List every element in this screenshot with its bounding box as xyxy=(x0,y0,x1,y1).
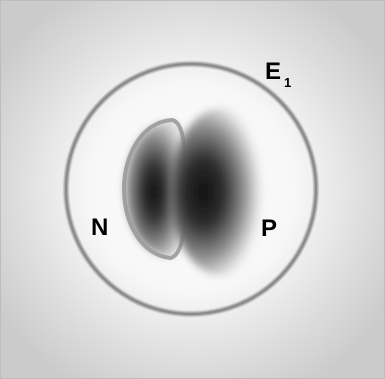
outer-ring-subscript: 1 xyxy=(284,75,291,90)
outer-ring-label: E xyxy=(265,58,281,85)
n-lobe-label: N xyxy=(91,214,108,241)
p-lobe-label: P xyxy=(261,215,277,242)
p-lobe xyxy=(170,108,274,276)
